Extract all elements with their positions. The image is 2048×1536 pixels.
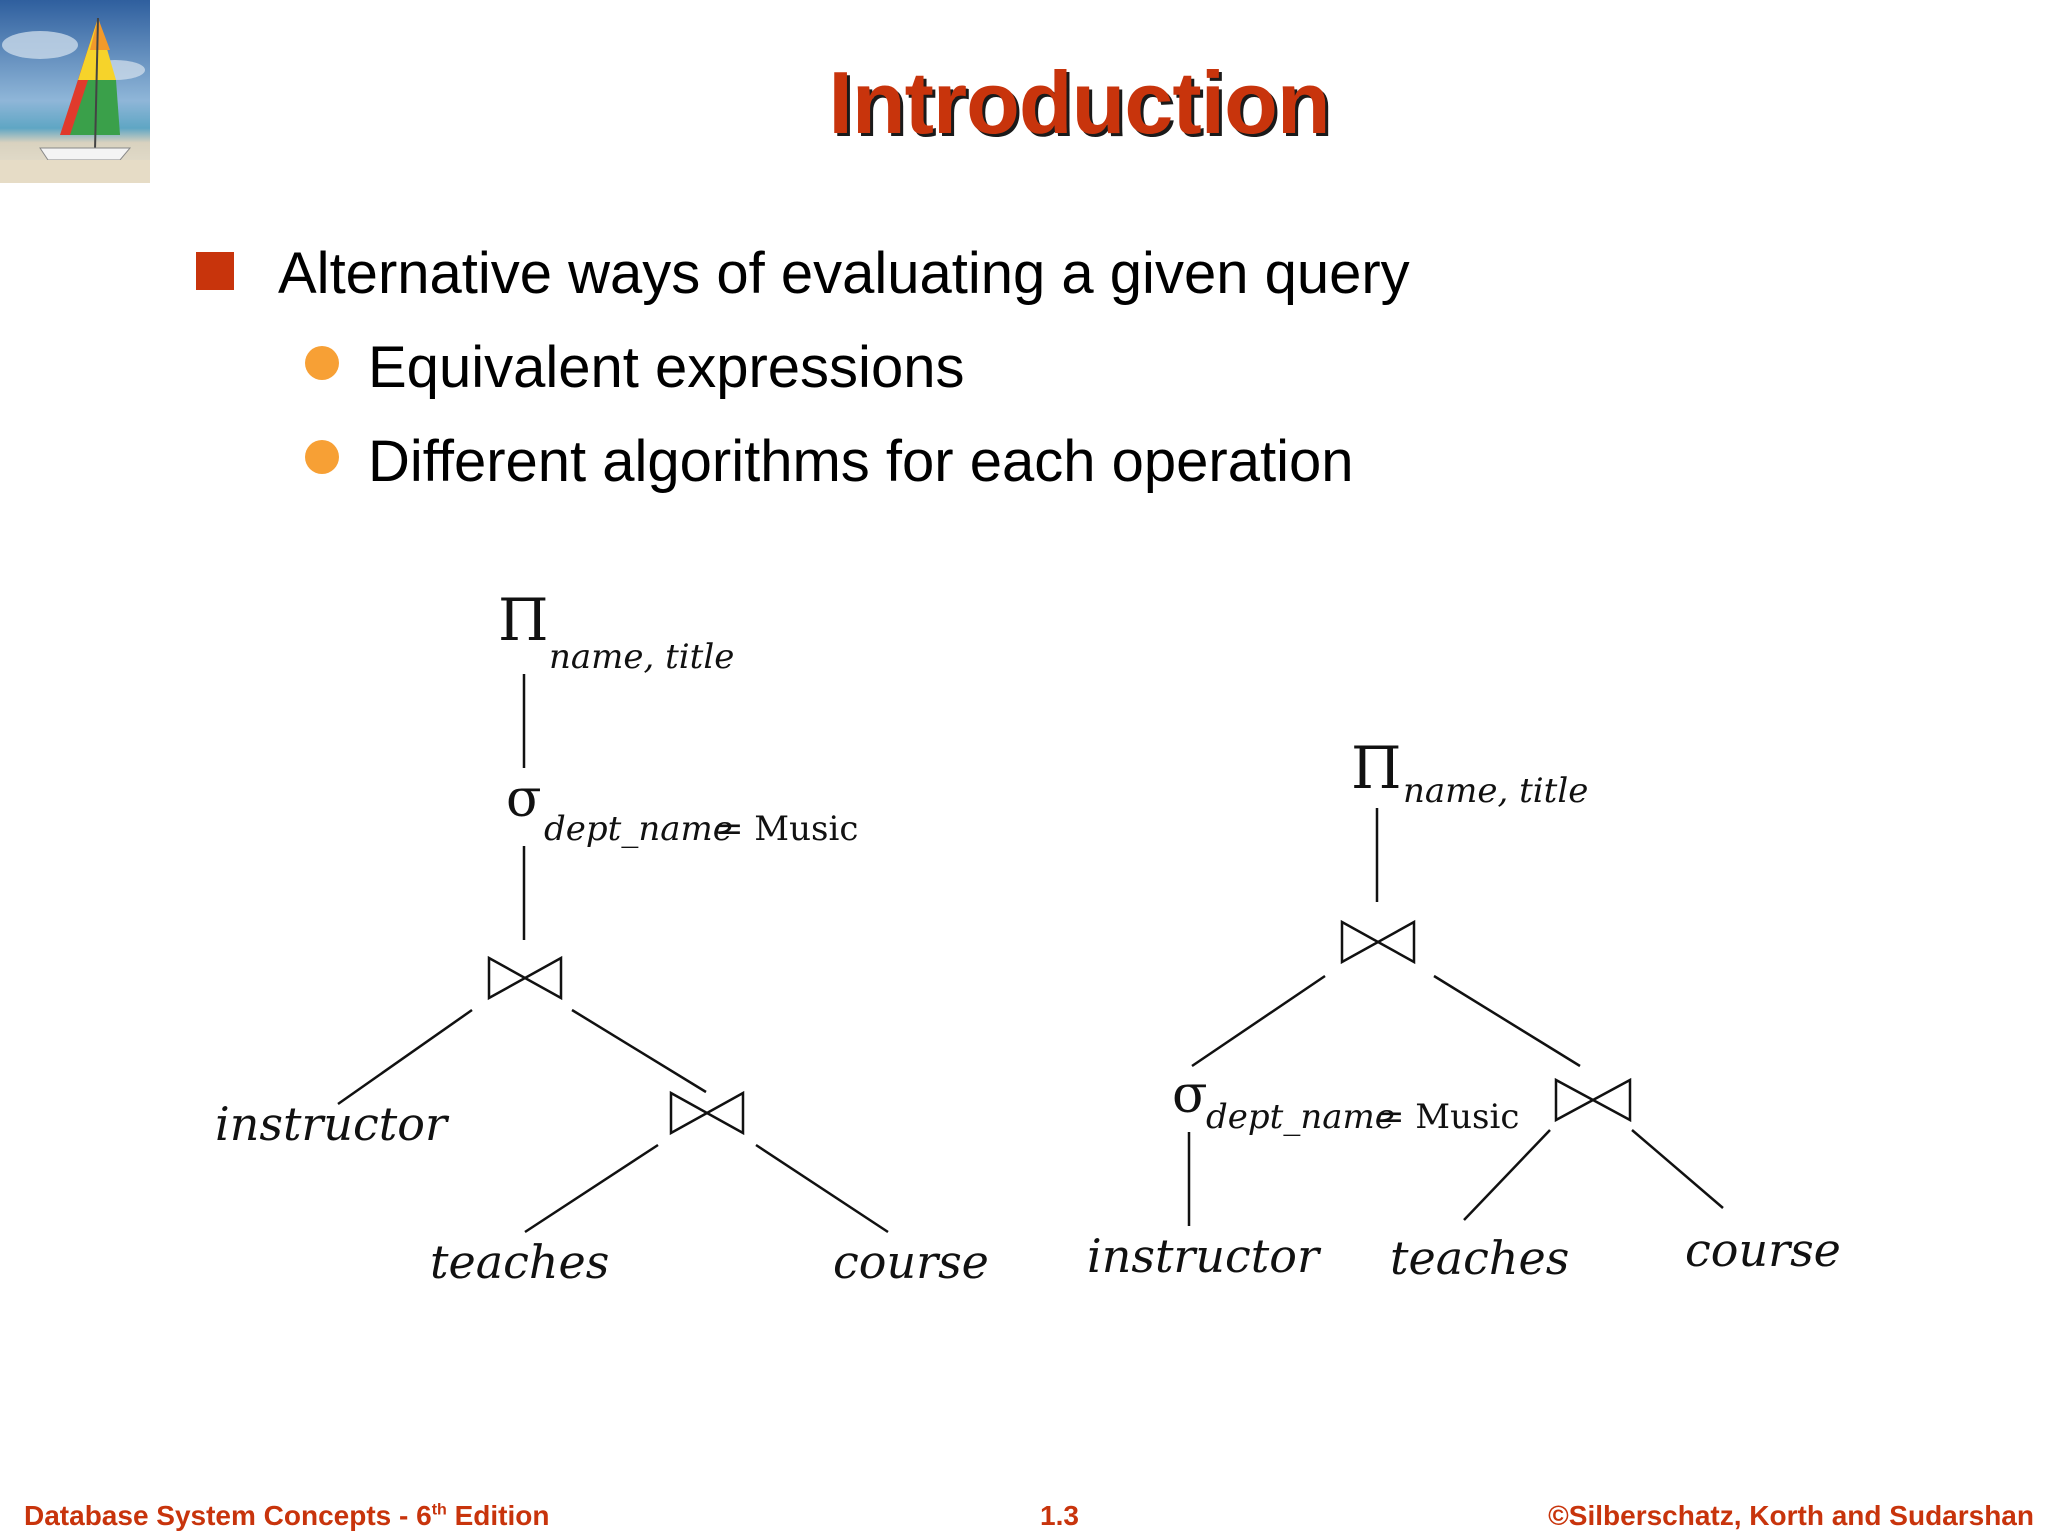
selection-attribute: dept_name xyxy=(1206,1097,1395,1137)
subbullet-text: Different algorithms for each operation xyxy=(368,429,1354,494)
sailboat-logo xyxy=(0,0,150,183)
slide-title: Introduction xyxy=(828,53,1330,152)
projection-icon: Π xyxy=(498,586,549,654)
projection-attributes: name, title xyxy=(549,637,734,677)
circle-bullet-icon xyxy=(305,440,339,474)
selection-condition: = Music xyxy=(715,809,858,849)
selection-condition: = Music xyxy=(1376,1097,1519,1137)
relation-teaches: teaches xyxy=(430,1235,609,1289)
relation-instructor: instructor xyxy=(215,1097,450,1151)
join-icon xyxy=(669,1090,745,1136)
relation-course: course xyxy=(833,1235,989,1289)
relation-instructor: instructor xyxy=(1087,1229,1322,1283)
footer-book-title: Database System Concepts - 6th Edition xyxy=(24,1500,549,1532)
selection-attribute: dept_name xyxy=(544,809,733,849)
footer-copyright: ©Silberschatz, Korth and Sudarshan xyxy=(1548,1500,2034,1531)
selection-icon: σ xyxy=(1172,1065,1208,1125)
footer-page-number: 1.3 xyxy=(1040,1500,1079,1531)
square-bullet-icon xyxy=(196,252,234,290)
relation-teaches: teaches xyxy=(1390,1231,1569,1285)
footer-edition-text: Edition xyxy=(446,1500,550,1531)
relation-course: course xyxy=(1685,1223,1841,1277)
subbullet-text: Equivalent expressions xyxy=(368,335,965,400)
join-icon xyxy=(487,955,563,1001)
projection-icon: Π xyxy=(1351,734,1402,802)
footer-book-title-text: Database System Concepts - 6 xyxy=(24,1500,432,1531)
footer-edition-sup: th xyxy=(431,1501,447,1519)
selection-icon: σ xyxy=(506,769,542,829)
join-icon xyxy=(1554,1077,1632,1123)
bullet-text: Alternative ways of evaluating a given q… xyxy=(278,241,1410,306)
circle-bullet-icon xyxy=(305,346,339,380)
join-icon xyxy=(1340,919,1416,965)
projection-attributes: name, title xyxy=(1403,771,1588,811)
